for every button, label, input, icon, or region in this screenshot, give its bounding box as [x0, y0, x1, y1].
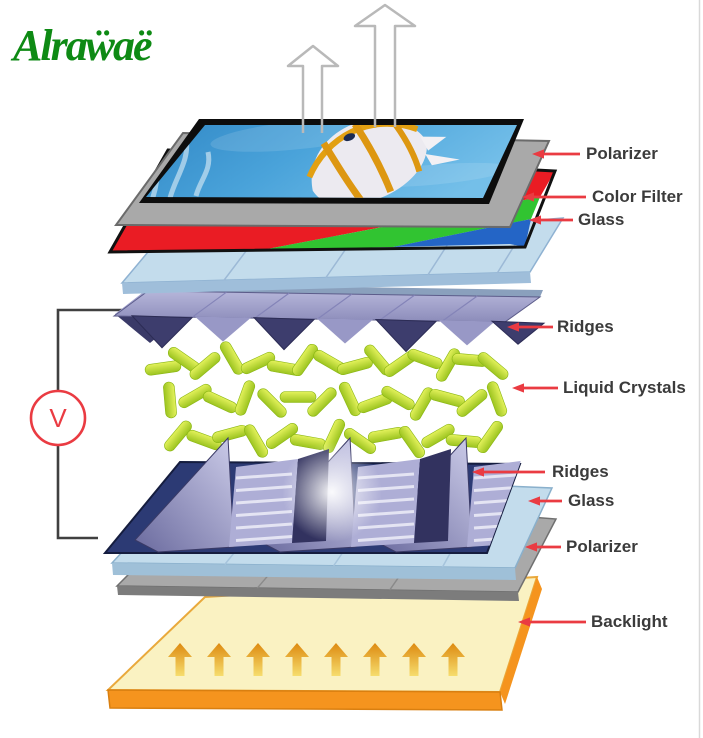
backlight-layer: [105, 575, 542, 711]
backlight-edge-front: [107, 689, 503, 711]
label-ridges-bottom: Ridges: [552, 462, 609, 482]
backlight-light-arrows: [168, 643, 465, 676]
voltage-circuit: V: [29, 308, 133, 540]
polarizer-bottom-edge: [117, 586, 519, 601]
up-arrow-small-icon: [286, 44, 340, 133]
label-glass-top: Glass: [578, 210, 625, 230]
screen-image: [146, 125, 517, 198]
label-arrows: [472, 149, 586, 627]
ridge-plate-grid: [191, 291, 478, 322]
screen-layer: [139, 119, 524, 204]
label-liquid-crystals: Liquid Crystals: [563, 378, 686, 398]
up-arrow-large-icon: [353, 3, 417, 127]
label-color-filter: Color Filter: [592, 187, 683, 207]
label-ridges-top: Ridges: [557, 317, 614, 337]
voltage-source-icon: [29, 389, 87, 447]
glass-bottom-edge: [112, 563, 516, 580]
butterflyfish: [306, 125, 460, 198]
backlight-edge-right: [500, 577, 542, 704]
circuit-wire: [56, 308, 133, 540]
ridges-top-layer: [112, 284, 546, 353]
brand-logo: Alraẅaë: [13, 21, 153, 70]
glass-top-edge: [122, 272, 531, 294]
emitted-light-arrows: [286, 3, 417, 133]
label-glass-bottom: Glass: [568, 491, 615, 511]
liquid-crystal-molecules: [144, 341, 509, 459]
label-backlight: Backlight: [591, 612, 668, 632]
label-polarizer-top: Polarizer: [586, 144, 658, 164]
voltage-symbol: V: [49, 403, 67, 433]
label-polarizer-bottom: Polarizer: [566, 537, 638, 557]
